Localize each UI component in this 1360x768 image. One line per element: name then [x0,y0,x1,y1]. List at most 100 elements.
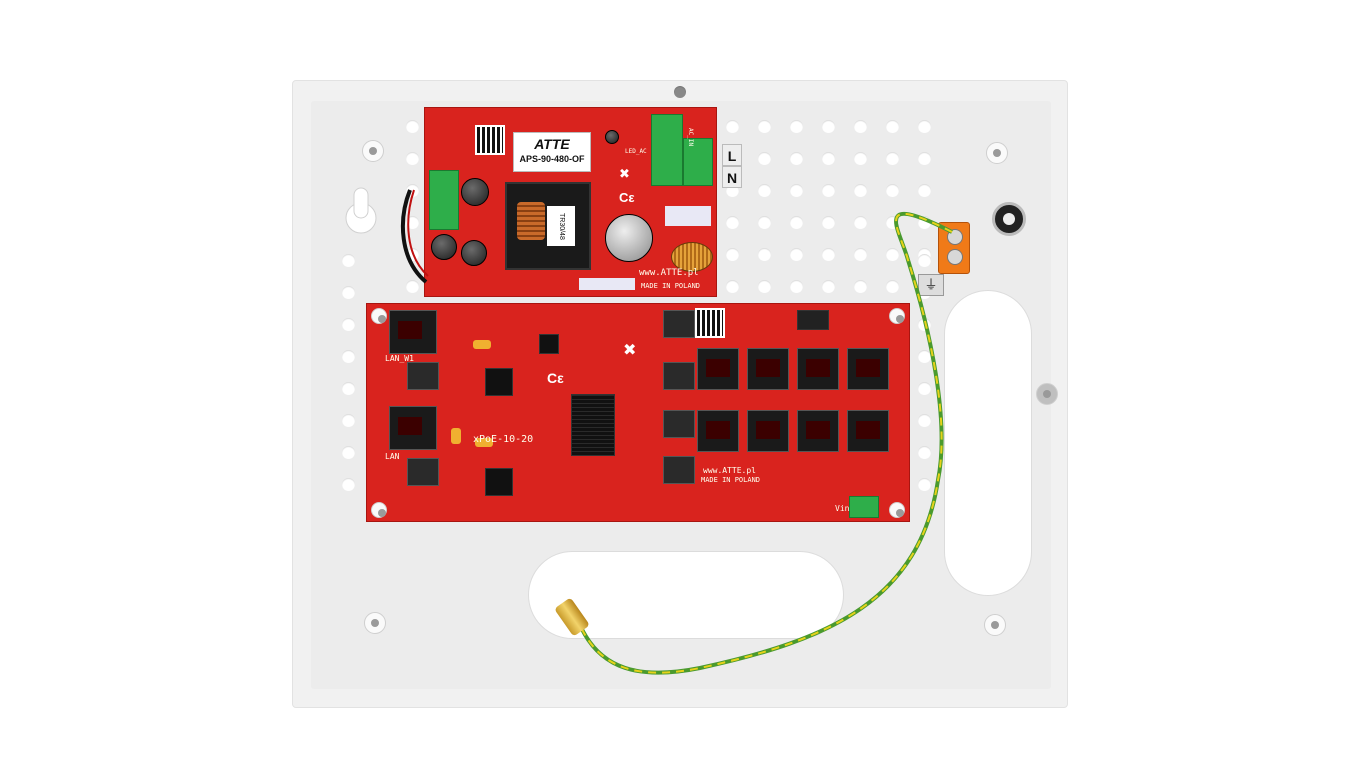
vent-hole [342,382,355,395]
weee-icon: ✖ [619,166,630,181]
vent-hole [790,184,803,197]
poe-port[interactable] [747,348,789,390]
vent-hole [854,120,867,133]
vent-hole [342,478,355,491]
poe-port[interactable] [697,410,739,452]
magnetics-module [663,456,695,484]
transformer-label: TR30/48 [547,206,575,246]
lan-w2-port[interactable] [389,406,437,450]
vent-hole [886,280,899,293]
qr-code [695,308,725,338]
vent-hole [918,446,931,459]
psu-board: ATTE APS-90-480-OF TR30/48 www.ATTE.pl M… [424,107,717,297]
vent-hole [918,254,931,267]
psu-output-terminal[interactable] [429,170,459,230]
capacitor [461,178,489,206]
mounting-screw [984,614,1006,636]
vent-hole [918,184,931,197]
vent-hole [886,184,899,197]
vent-hole [758,184,771,197]
poe-port[interactable] [847,348,889,390]
vent-hole [342,254,355,267]
vent-hole [342,318,355,331]
earth-terminal-block[interactable] [938,222,970,274]
ac-input-fuse-holder [683,138,713,186]
vent-hole [726,248,739,261]
vent-hole [854,152,867,165]
ic-chip [485,368,513,396]
capacitor [475,438,493,447]
cable-cutout-right [944,290,1032,596]
live-terminal-label: L [722,144,742,166]
vent-hole [918,318,931,331]
vent-hole [822,184,835,197]
board-screw [371,502,387,518]
vent-hole [790,120,803,133]
magnetics-module [663,410,695,438]
fuse [579,278,635,290]
vent-hole [406,184,419,197]
psu-model: APS-90-480-OF [519,154,585,164]
poe-port[interactable] [697,348,739,390]
ce-mark-icon: Cε [619,190,635,205]
lan-w1-port[interactable] [389,310,437,354]
poe-port[interactable] [847,410,889,452]
vent-hole [886,152,899,165]
psu-input-label: AC_IN [687,128,694,147]
vent-hole [886,216,899,229]
vent-hole [918,414,931,427]
vent-hole [406,280,419,293]
vent-hole [918,216,931,229]
vent-hole [854,216,867,229]
vent-hole [822,120,835,133]
vent-hole [918,382,931,395]
magnetics-module [663,310,695,338]
poe-port[interactable] [797,348,839,390]
hanging-hole [674,86,686,98]
vent-hole [854,280,867,293]
vent-hole [822,152,835,165]
vent-hole [758,120,771,133]
mounting-screw [364,612,386,634]
board-screw [889,502,905,518]
lan-w2-label: LAN [385,452,400,461]
vent-hole [886,120,899,133]
psu-website: www.ATTE.pl [639,268,699,278]
vent-hole [918,120,931,133]
capacitor [451,428,461,444]
poe-port[interactable] [747,410,789,452]
vent-hole [406,216,419,229]
switch-origin: MADE IN POLAND [701,476,761,484]
magnetics-module [407,458,439,486]
vent-hole [822,216,835,229]
vent-hole [726,120,739,133]
capacitor [473,340,491,349]
vent-hole [918,152,931,165]
switch-model: xPoE-10-20 [473,434,534,445]
vent-hole [822,248,835,261]
vin-terminal[interactable] [849,496,879,518]
psu-brand: ATTE [534,136,570,152]
capacitor [605,214,653,262]
vent-hole [406,248,419,261]
vent-hole [758,248,771,261]
keyhole-slot [345,187,377,234]
ac-input-terminal[interactable] [651,114,683,186]
dip-switch[interactable] [797,310,829,330]
vent-hole [342,414,355,427]
cable-gland [992,202,1026,236]
ic-chip [539,334,559,354]
vent-hole [790,280,803,293]
magnetics-module [407,362,439,390]
board-screw [889,308,905,324]
earth-symbol-label: ⏚ [918,274,944,296]
vent-hole [886,248,899,261]
vent-hole [726,216,739,229]
vent-hole [758,280,771,293]
vent-hole [758,216,771,229]
earth-screw [1036,383,1058,405]
ic-chip [485,468,513,496]
poe-port[interactable] [797,410,839,452]
vent-hole [726,280,739,293]
vent-hole [790,216,803,229]
